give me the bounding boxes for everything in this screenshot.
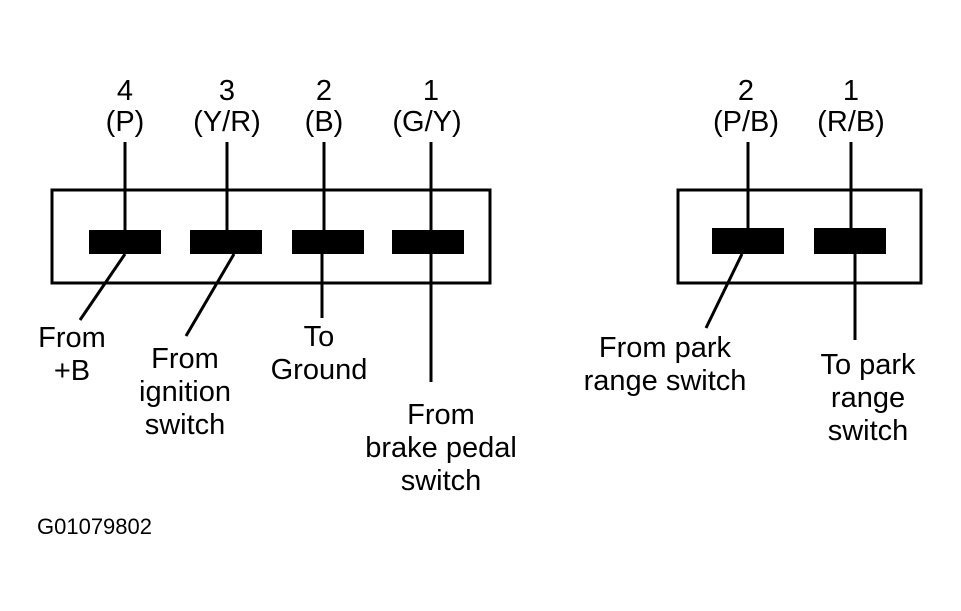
pin-description-line: range switch bbox=[584, 365, 747, 397]
left-pin-3: 3 (Y/R) From ignition switch bbox=[139, 75, 262, 441]
terminal bbox=[190, 230, 262, 254]
leader-line bbox=[704, 253, 744, 329]
terminal bbox=[292, 230, 364, 254]
wire-color: (B) bbox=[305, 106, 344, 138]
pin-description-line: +B bbox=[54, 355, 90, 387]
terminal bbox=[712, 228, 784, 254]
leader-line bbox=[78, 253, 127, 321]
pin-description-line: switch bbox=[145, 409, 226, 441]
right-pin-2: 2 (P/B) From park range switch bbox=[584, 75, 784, 397]
wire-color: (G/Y) bbox=[392, 106, 461, 138]
pin-description-line: ignition bbox=[139, 376, 231, 408]
pin-number: 4 bbox=[117, 75, 133, 107]
leader-line bbox=[184, 253, 236, 337]
pin-description-line: From bbox=[407, 399, 475, 431]
pin-number: 1 bbox=[843, 75, 859, 107]
left-connector: 4 (P) From +B 3 (Y/R) From ignition swit… bbox=[38, 75, 517, 497]
pin-description-line: To bbox=[304, 321, 335, 353]
figure-code: G01079802 bbox=[37, 514, 152, 539]
pin-number: 2 bbox=[316, 75, 332, 107]
wire-color: (R/B) bbox=[817, 106, 885, 138]
right-connector: 2 (P/B) From park range switch 1 (R/B) T… bbox=[584, 75, 923, 447]
left-pin-2: 2 (B) To Ground bbox=[271, 75, 368, 386]
pin-number: 2 bbox=[738, 75, 754, 107]
right-pin-1: 1 (R/B) To park range switch bbox=[814, 75, 916, 447]
pin-description-line: Ground bbox=[271, 354, 368, 386]
pin-number: 1 bbox=[423, 75, 439, 107]
left-pin-4: 4 (P) From +B bbox=[38, 75, 161, 387]
pin-description-line: switch bbox=[828, 415, 909, 447]
terminal bbox=[89, 230, 161, 254]
wire-color: (Y/R) bbox=[193, 106, 261, 138]
wire-color: (P/B) bbox=[713, 106, 779, 138]
pin-number: 3 bbox=[219, 75, 235, 107]
pin-description-line: From bbox=[151, 343, 219, 375]
pin-description-line: range bbox=[831, 382, 905, 414]
pin-description-line: brake pedal bbox=[365, 432, 517, 464]
terminal bbox=[392, 230, 464, 254]
pin-description-line: To park bbox=[820, 349, 916, 381]
terminal bbox=[814, 228, 886, 254]
wire-color: (P) bbox=[106, 106, 145, 138]
pin-description-line: switch bbox=[401, 465, 482, 497]
pin-description-line: From bbox=[38, 322, 106, 354]
pin-description-line: From park bbox=[599, 332, 732, 364]
left-pin-1: 1 (G/Y) From brake pedal switch bbox=[365, 75, 517, 497]
